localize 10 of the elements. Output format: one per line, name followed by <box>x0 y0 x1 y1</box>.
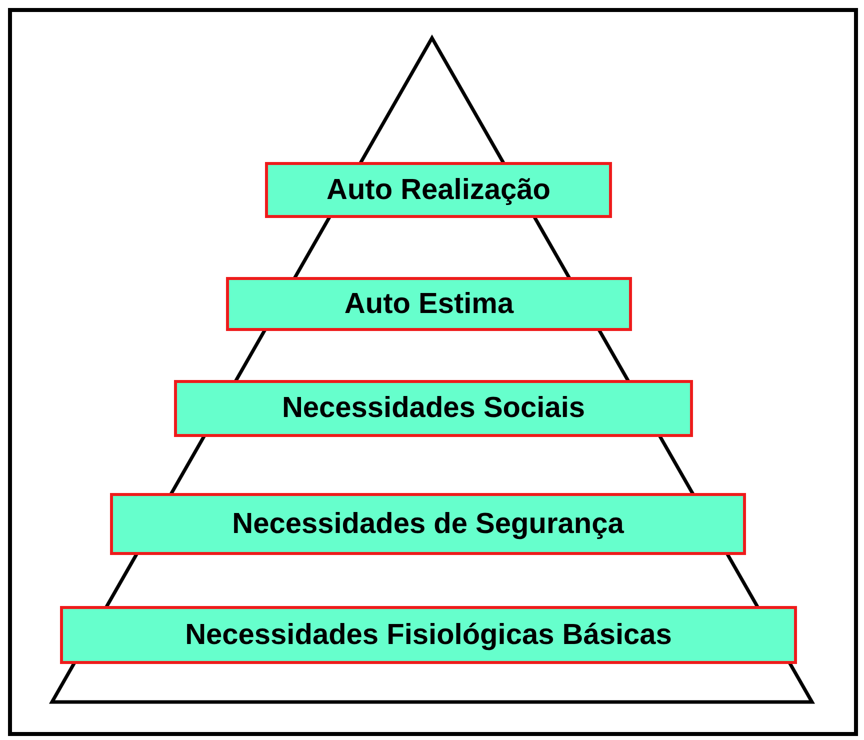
level-box <box>60 606 797 664</box>
level-box <box>265 162 612 218</box>
level-label: Auto Estima <box>344 288 514 320</box>
level-box <box>174 380 693 437</box>
level-label: Necessidades Sociais <box>282 392 586 425</box>
level-label: Auto Realização <box>326 174 550 206</box>
level-box <box>226 277 632 331</box>
level-label: Necessidades Fisiológicas Básicas <box>185 618 672 652</box>
level-box <box>110 493 746 555</box>
level-label: Necessidades de Segurança <box>232 508 624 540</box>
